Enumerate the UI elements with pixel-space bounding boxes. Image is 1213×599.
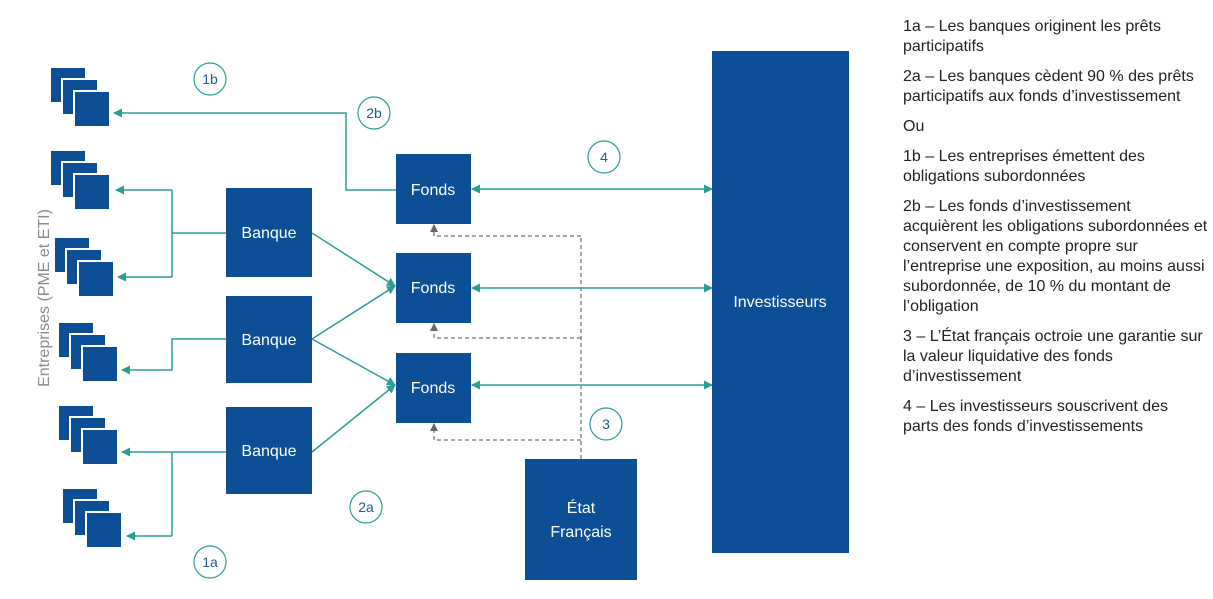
company-stack-1 [49,66,111,128]
company-stack-3 [53,236,115,298]
bank-to-company-arrows [115,185,226,541]
company-stack-5 [57,404,119,466]
state-label-line2: Français [550,524,611,541]
bank-box-1: Banque [226,188,312,277]
legend-item-2a: 2a – Les banques cèdent 90 % des prêts p… [903,68,1194,105]
bank-label: Banque [241,443,296,460]
legend-item-1a: 1a – Les banques originent les prêts par… [903,18,1161,55]
state-label-line1: État [567,498,596,517]
guarantee-dashed-lines [430,224,582,459]
svg-text:4: 4 [600,149,608,165]
fund-to-company-arrow [113,108,396,191]
bank-to-fund-arrows [311,232,396,453]
fund-box-3: Fonds [396,353,471,423]
legend-item-1b: 1b – Les entreprises émettent des obliga… [903,148,1145,185]
badge-1a: 1a [193,545,227,579]
badge-2a: 2a [349,490,383,524]
badge-3: 3 [589,407,623,441]
bank-label: Banque [241,225,296,242]
badge-1b: 1b [193,62,227,96]
fund-label: Fonds [411,280,455,297]
company-stack-2 [49,149,111,211]
fund-box-2: Fonds [396,253,471,323]
company-stack-4 [57,321,119,383]
legend-panel: 1a – Les banques originent les prêts par… [903,17,1208,447]
financing-diagram: Entreprises (PME et ETI) [36,51,849,580]
state-box: État Français [525,459,637,580]
svg-text:1a: 1a [202,554,218,570]
investors-box: Investisseurs [712,51,849,553]
companies-axis-label: Entreprises (PME et ETI) [36,209,53,387]
svg-text:2b: 2b [366,105,382,121]
legend-item-2b: 2b – Les fonds d’investissement acquière… [903,198,1208,315]
fund-label: Fonds [411,380,455,397]
bank-box-3: Banque [226,407,312,494]
fund-label: Fonds [411,182,455,199]
fund-box-1: Fonds [396,154,471,224]
company-stack-6 [61,487,123,549]
badge-2b: 2b [357,96,391,130]
svg-text:3: 3 [602,416,610,432]
fund-investor-arrows [471,184,713,390]
svg-text:2a: 2a [358,499,374,515]
legend-item-3: 3 – L’État français octroie une garantie… [903,328,1203,385]
legend-item-4: 4 – Les investisseurs souscrivent des pa… [903,398,1169,435]
bank-box-2: Banque [226,296,312,383]
legend-item-or: Ou [903,118,925,135]
investors-label: Investisseurs [733,294,826,311]
bank-label: Banque [241,332,296,349]
svg-text:1b: 1b [202,71,218,87]
badge-4: 4 [587,140,621,174]
